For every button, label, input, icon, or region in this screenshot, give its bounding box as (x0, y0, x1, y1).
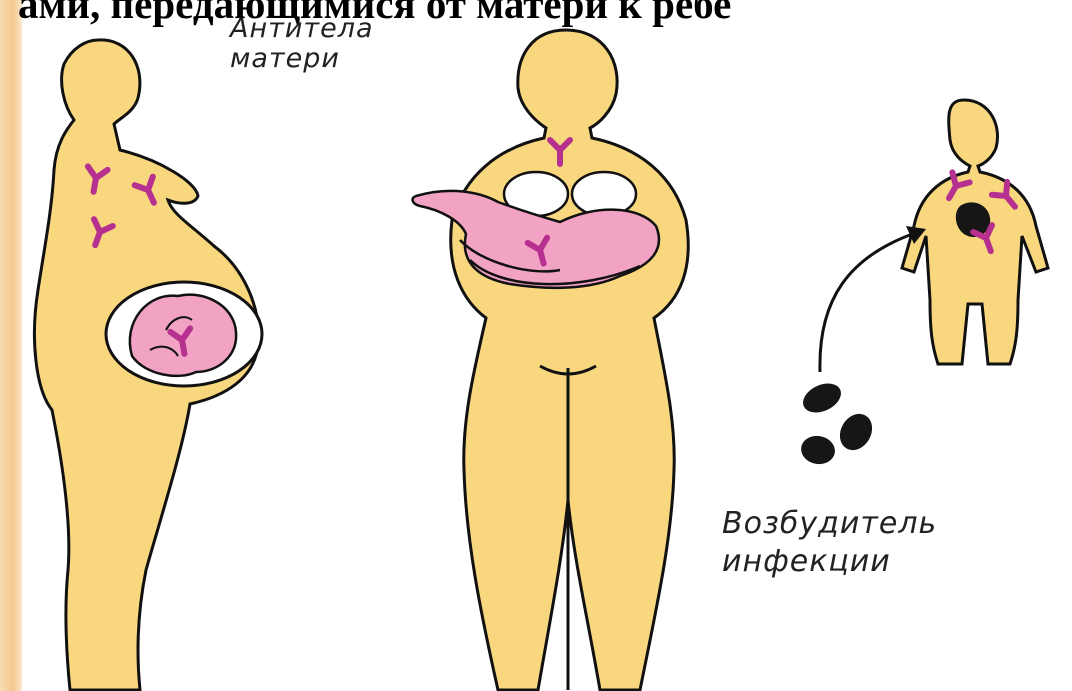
child-figure (902, 100, 1048, 364)
label-line: инфекции (722, 543, 937, 581)
label-line: матери (230, 44, 374, 74)
pathogen-particle-icon (799, 433, 837, 466)
page-heading: ами, передающимися от матери к ребе (18, 0, 731, 25)
pathogen-label: Возбудитель инфекции (722, 505, 937, 580)
pathogen-particles (798, 378, 878, 467)
pregnant-woman-figure (34, 40, 262, 690)
label-line: Возбудитель (722, 505, 937, 543)
pathogen-particle-icon (798, 378, 845, 418)
pathogen-particle-icon (834, 408, 879, 456)
nursing-woman-figure (413, 30, 689, 690)
label-line: Антитела (230, 14, 374, 44)
maternal-antibodies-label: Антитела матери (230, 14, 374, 73)
